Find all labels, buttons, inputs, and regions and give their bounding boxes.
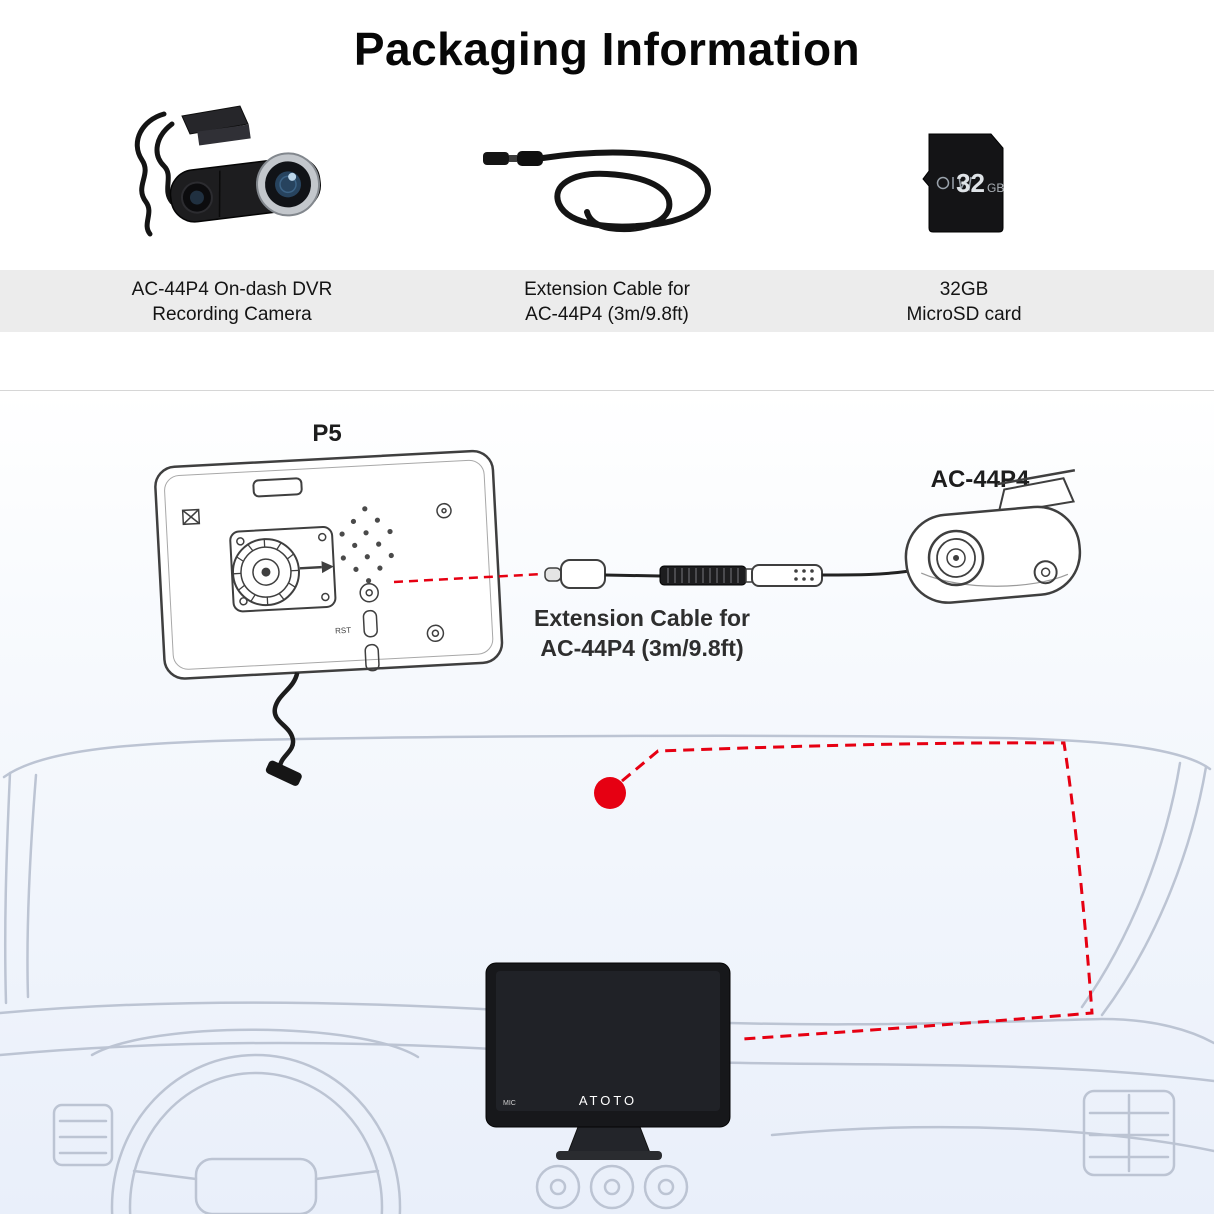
instrument-hood [90, 1028, 420, 1059]
mount-plate [229, 526, 337, 613]
screw-marks [181, 502, 452, 643]
cable-plug-tip [544, 567, 562, 582]
camera-side-button-inner [1040, 567, 1051, 577]
dashcam-body-icon [169, 151, 321, 223]
usb-ports [359, 582, 380, 672]
right-pillar-inner [1080, 761, 1182, 1009]
head-unit-pigtail [272, 671, 300, 767]
products-row: 32 GB [0, 98, 1214, 270]
head-unit-label: P5 [312, 420, 341, 447]
installation-diagram-section: ATOTO MIC P5 [0, 391, 1214, 1214]
cable-inline-connector [751, 564, 823, 587]
caption-sdcard-line2: MicroSD card [906, 304, 1022, 325]
steering-wheel [110, 1053, 402, 1214]
cable-image [483, 149, 711, 233]
product-figure-sdcard: 32 GB [762, 98, 1166, 270]
right-pillar [1100, 765, 1208, 1017]
red-dashed-cable-route [621, 741, 1094, 1041]
glovebox-edge [770, 1125, 1214, 1153]
tube-ridges [667, 568, 739, 583]
display-stand [567, 1126, 651, 1154]
head-unit-top-bracket [252, 477, 303, 498]
red-dot-marker [594, 777, 626, 809]
cable-to-camera [821, 569, 911, 577]
cable-connector-metal-icon [509, 155, 517, 162]
caption-band [0, 270, 1214, 332]
dashcam-cable2-icon [154, 121, 175, 204]
sdcard-capacity-label: 32 [956, 168, 985, 198]
dashcam-mount-icon [181, 104, 249, 135]
caption-sdcard: 32GB MicroSD card [762, 277, 1166, 329]
barrel-connector [231, 538, 300, 607]
sdcard-unit-label: GB [987, 181, 1004, 195]
connector-dots [794, 569, 814, 581]
camera-drawing [904, 469, 1082, 604]
display-mic-label: MIC [503, 1100, 516, 1107]
camera-side-button [1033, 560, 1058, 585]
sdcard-image: 32 GB [922, 133, 1004, 233]
speaker-holes [339, 506, 394, 584]
dashcam-bracket-icon [197, 123, 251, 146]
head-unit-drawing: RST [154, 449, 504, 786]
extension-cable-drawing [544, 559, 911, 589]
product-figure-cable [405, 98, 809, 270]
caption-dashcam-line1: AC-44P4 On-dash DVR [131, 279, 333, 300]
installation-diagram-svg: ATOTO MIC P5 [0, 420, 1214, 1214]
display-brand-label: ATOTO [579, 1093, 637, 1108]
cable-connector-female-icon [483, 152, 509, 165]
left-pillar-inner [26, 773, 38, 999]
sdcard-body-icon [922, 133, 1004, 233]
pigtail-connector [265, 760, 302, 786]
product-figure-dashcam [30, 98, 434, 270]
display-screen [496, 971, 720, 1111]
cable-connector-male-icon [517, 151, 543, 166]
camera-mount [997, 477, 1075, 516]
cable-label-line2: AC-44P4 (3m/9.8ft) [540, 635, 743, 661]
head-unit-panel-inner [164, 459, 494, 670]
display-unit: ATOTO MIC [485, 962, 731, 1160]
cable-plug-shell [560, 559, 606, 589]
left-pillar [3, 771, 12, 1005]
windshield-roofline [2, 734, 1212, 779]
cable-label-line1: Extension Cable for [534, 605, 750, 631]
sd-brand-marks-icon [936, 176, 972, 192]
page-title: Packaging Information [353, 23, 861, 75]
right-vent [1082, 1089, 1176, 1177]
rst-label: RST [335, 626, 352, 636]
dashcam-image [134, 104, 321, 236]
climate-knobs [535, 1164, 689, 1210]
camera-lens [927, 529, 985, 587]
caption-dashcam-line2: Recording Camera [152, 304, 312, 325]
dashcam-cable-icon [134, 111, 167, 236]
left-vent [52, 1103, 114, 1167]
red-dashed-link [393, 572, 544, 584]
arrow-right-icon [299, 561, 334, 574]
cable-coil-icon [540, 149, 711, 233]
caption-dashcam: AC-44P4 On-dash DVR Recording Camera [30, 277, 434, 329]
caption-cable: Extension Cable for AC-44P4 (3m/9.8ft) [405, 277, 809, 329]
caption-cable-line2: AC-44P4 (3m/9.8ft) [525, 304, 689, 325]
camera-mount-foot [997, 469, 1076, 486]
caption-cable-line1: Extension Cable for [524, 279, 690, 300]
section-divider [0, 390, 1214, 391]
caption-sdcard-line1: 32GB [939, 279, 989, 300]
display-base [556, 1151, 662, 1160]
